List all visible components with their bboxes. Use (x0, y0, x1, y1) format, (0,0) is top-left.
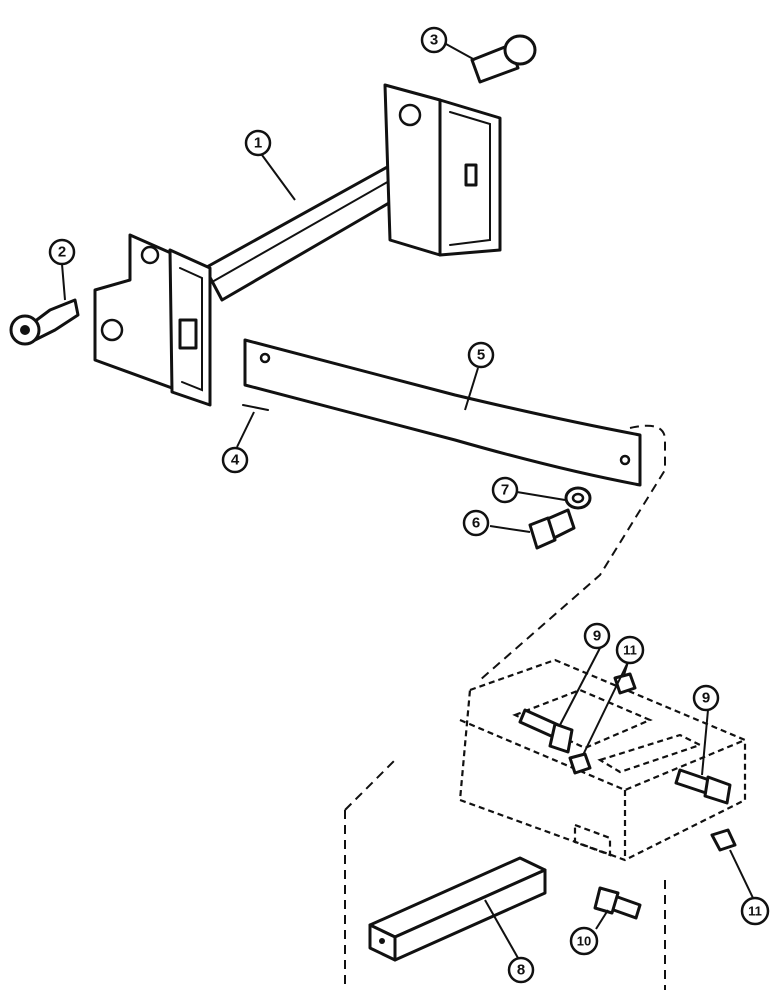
callout-7: 7 (491, 476, 519, 504)
part-3-cap-screw (470, 34, 537, 84)
callout-10: 10 (569, 926, 599, 956)
leader-lines (61, 43, 754, 959)
part-11-nut-b (568, 752, 592, 775)
callout-11b: 11 (740, 896, 770, 926)
callout-11a: 11 (615, 635, 645, 665)
callout-9a: 9 (583, 622, 611, 650)
callout-9a-label: 9 (593, 628, 601, 645)
part-9-bolt-left (518, 708, 574, 754)
callout-2-label: 2 (58, 244, 66, 261)
callout-11b-label: 11 (748, 904, 762, 919)
part-1-shaft-assembly (93, 83, 502, 407)
callout-7-label: 7 (501, 482, 509, 499)
callout-4-label: 4 (231, 452, 240, 469)
callout-5: 5 (467, 341, 495, 369)
callout-6: 6 (462, 509, 490, 537)
bracket-hole (398, 103, 422, 127)
callout-8-label: 8 (517, 962, 525, 979)
part-5-strap (243, 338, 642, 487)
part-6-hex-bolt (528, 508, 576, 550)
callout-11a-label: 11 (623, 643, 637, 658)
callout-2: 2 (48, 238, 76, 266)
callout-6-label: 6 (472, 515, 480, 532)
part-10-hex-bolt (593, 886, 642, 920)
callout-10-label: 10 (577, 934, 591, 949)
part-11-nut-c (710, 828, 737, 852)
part-2-cap-screw (9, 298, 80, 346)
part-7-washer (564, 486, 592, 510)
callout-1-label: 1 (254, 135, 262, 152)
bracket-hole-top (140, 245, 160, 265)
callout-3-label: 3 (430, 32, 438, 49)
group-outline (344, 424, 666, 990)
part-9-bolt-right (674, 768, 732, 805)
callout-3: 3 (420, 26, 448, 54)
bracket-hole-left (100, 318, 124, 342)
callout-4: 4 (221, 446, 249, 474)
callout-8: 8 (507, 956, 535, 984)
callout-9b-label: 9 (702, 690, 710, 707)
callout-9b: 9 (692, 684, 720, 712)
part-4-pin (242, 404, 269, 411)
callout-5-label: 5 (477, 347, 485, 364)
part-8-square-bar (368, 856, 547, 962)
callout-1: 1 (244, 129, 272, 157)
